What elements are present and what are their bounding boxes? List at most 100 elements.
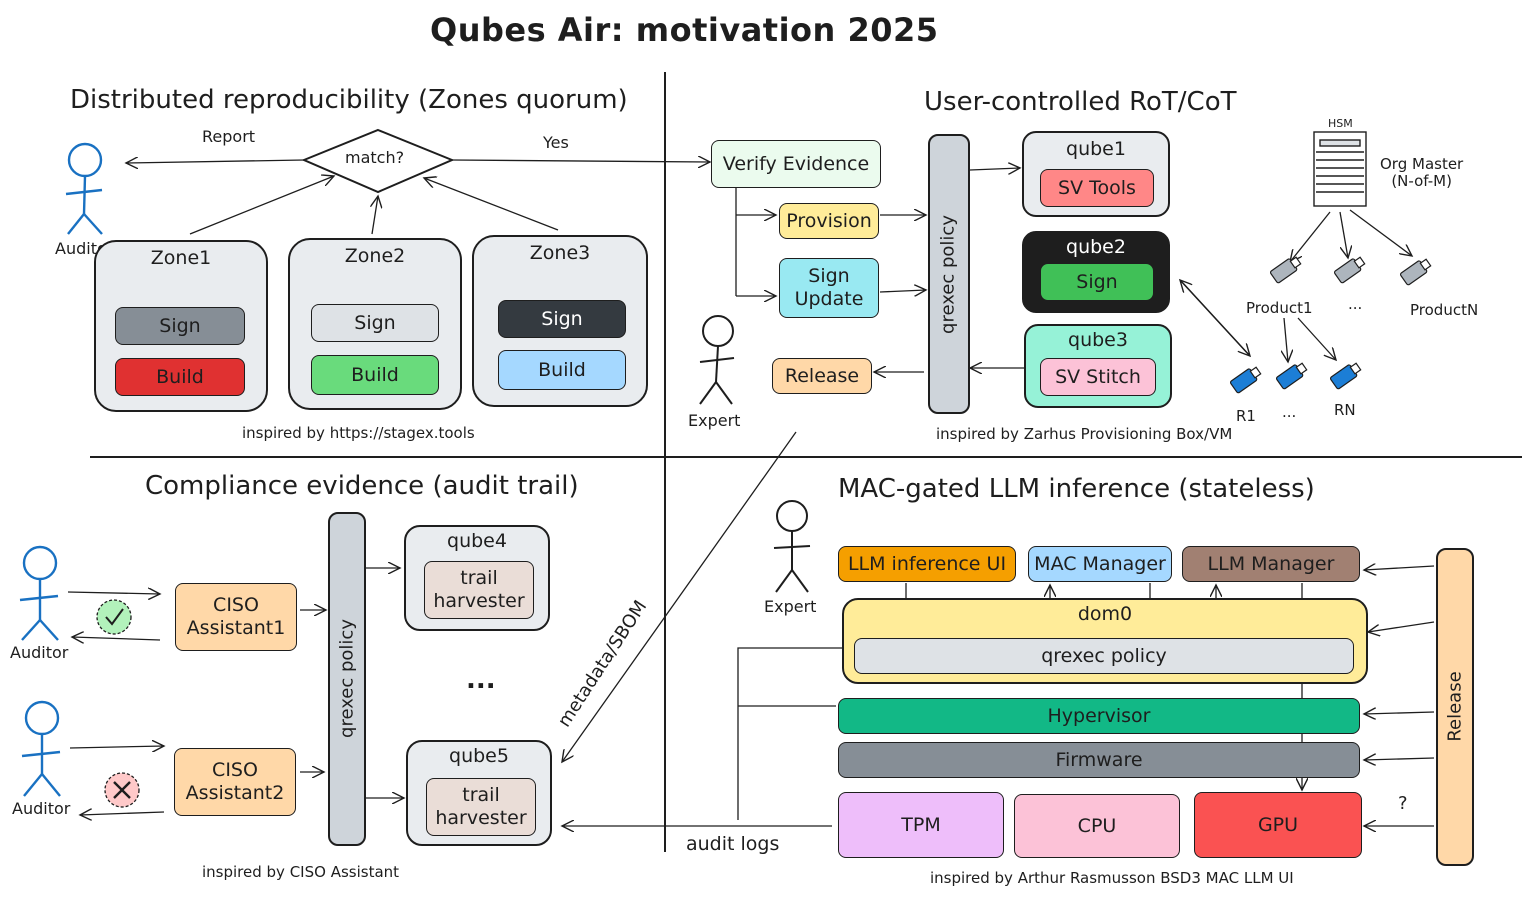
zone2-build: Build (311, 355, 439, 395)
usb-blue-r2-icon (1275, 362, 1308, 390)
qube1-label: qube1 (1066, 138, 1126, 160)
tr-credit: inspired by Zarhus Provisioning Box/VM (936, 425, 1233, 443)
llm-manager-box: LLM Manager (1182, 546, 1360, 582)
br-heading: MAC-gated LLM inference (stateless) (838, 474, 1315, 504)
cpu-box: CPU (1014, 794, 1180, 858)
tl-credit: inspired by https://stagex.tools (242, 424, 475, 442)
sign-update-to-qrexec-arrow (879, 290, 926, 292)
gpu-question-label: ? (1398, 793, 1408, 814)
br-credit: inspired by Arthur Rasmusson BSD3 MAC LL… (930, 869, 1294, 887)
usb-blue-r1-icon (1229, 366, 1262, 394)
rn-label: RN (1334, 401, 1356, 419)
expert-br-figure (773, 500, 811, 593)
tr-qrexec-bar (928, 134, 970, 414)
zone2-box: Zone2 Sign Build (288, 238, 462, 410)
zone1-to-match-arrow (189, 176, 334, 235)
org-master-label: Org Master (N-of-M) (1380, 155, 1464, 191)
match-label: match? (345, 148, 405, 167)
audit-logs-label: audit logs (686, 833, 780, 855)
zone3-build: Build (498, 350, 626, 390)
qube2-box: qube2 Sign (1022, 231, 1170, 313)
product1-to-r2-arrow (1284, 317, 1288, 362)
ciso-assistant2-box: CISO Assistant2 (174, 748, 296, 816)
qube3-label: qube3 (1068, 329, 1128, 351)
product-ellipsis-label: ... (1348, 295, 1363, 313)
bl-credit: inspired by CISO Assistant (202, 863, 400, 881)
br-qrexec-box: qrexec policy (854, 638, 1354, 674)
qube5-trail-harvester: trail harvester (426, 778, 536, 836)
qube2-sign-box: Sign (1040, 263, 1154, 301)
product1-to-rn-arrow (1297, 317, 1336, 360)
hypervisor-box: Hypervisor (838, 698, 1360, 734)
tl-report-label: Report (202, 127, 256, 146)
zone3-to-match-arrow (424, 178, 559, 231)
page-title: Qubes Air: motivation 2025 (430, 11, 939, 49)
qube2-label: qube2 (1066, 236, 1126, 258)
report-arrow (126, 160, 305, 163)
tpm-box: TPM (838, 792, 1004, 858)
verify-evidence-box: Verify Evidence (711, 140, 881, 188)
productN-label: ProductN (1410, 301, 1479, 319)
hsm-icon (1313, 131, 1367, 207)
auditor-bl2-figure (21, 700, 61, 797)
bl-heading: Compliance evidence (audit trail) (145, 471, 579, 501)
gpu-box: GPU (1194, 792, 1362, 858)
tr-heading: User-controlled RoT/CoT (924, 87, 1237, 117)
zone3-box: Zone3 Sign Build (472, 235, 648, 407)
llm-inference-ui-box: LLM inference UI (838, 546, 1016, 582)
dom0-label: dom0 (1077, 603, 1133, 625)
zone2-label: Zone2 (344, 245, 406, 267)
zone2-to-match-arrow (372, 196, 378, 235)
hsm-to-usb2-arrow (1339, 211, 1348, 258)
r1-to-qube2-arrow (1180, 280, 1251, 357)
ciso2-to-auditor2-arrow (80, 812, 165, 815)
bl-dots: ... (466, 665, 496, 695)
sign-update-box: Sign Update (779, 258, 879, 318)
expert-tr-figure (699, 315, 735, 405)
tr-expert-label: Expert (688, 411, 741, 430)
product1-label: Product1 (1246, 299, 1313, 317)
qube5-box: qube5 trail harvester (406, 740, 552, 846)
release-bar-label: Release (1444, 671, 1466, 742)
release-to-dom0-arrow (1368, 621, 1435, 632)
bl-auditor2-label: Auditor (12, 799, 71, 818)
usb-grey-2-icon (1333, 256, 1366, 284)
hsm-to-usb1-arrow (1290, 211, 1331, 262)
dom0-box: dom0 qrexec policy (842, 598, 1368, 684)
auditor1-to-ciso1-arrow (67, 592, 160, 594)
yes-arrow (451, 160, 710, 162)
provision-box: Provision (779, 203, 879, 239)
firmware-box: Firmware (838, 742, 1360, 778)
qube3-box: qube3 SV Stitch (1024, 324, 1172, 408)
qube4-label: qube4 (447, 530, 507, 552)
auditor-tl-figure (65, 142, 103, 235)
br-expert-label: Expert (764, 597, 817, 616)
tl-heading: Distributed reproducibility (Zones quoru… (70, 85, 628, 115)
release-to-llm-manager-arrow (1364, 566, 1435, 570)
bl-qrexec-label: qrexec policy (336, 619, 358, 738)
check-badge-icon (96, 599, 132, 635)
qube5-label: qube5 (449, 745, 509, 767)
bl-auditor1-label: Auditor (10, 643, 69, 662)
zone1-sign: Sign (115, 307, 245, 345)
usb-grey-1-icon (1269, 256, 1302, 284)
tl-yes-label: Yes (543, 133, 569, 152)
qube4-box: qube4 trail harvester (404, 525, 550, 631)
mac-manager-box: MAC Manager (1028, 546, 1172, 582)
sv-stitch-box: SV Stitch (1040, 358, 1156, 396)
zone2-sign: Sign (311, 304, 439, 342)
metadata-sbom-arrow (562, 431, 797, 762)
hsm-to-usb3-arrow (1349, 209, 1412, 256)
usb-blue-rn-icon (1329, 362, 1362, 390)
auditor2-to-ciso2-arrow (69, 746, 164, 748)
zone3-label: Zone3 (529, 242, 591, 264)
cross-badge-icon (104, 772, 140, 808)
sv-tools-box: SV Tools (1040, 169, 1154, 207)
match-diamond (301, 128, 455, 194)
zone1-box: Zone1 Sign Build (94, 240, 268, 412)
qube1-box: qube1 SV Tools (1022, 131, 1170, 217)
ciso1-to-auditor1-arrow (72, 637, 161, 640)
tr-qrexec-label: qrexec policy (937, 215, 959, 334)
zone1-label: Zone1 (150, 247, 212, 269)
r-ellipsis-label: ... (1282, 403, 1297, 421)
